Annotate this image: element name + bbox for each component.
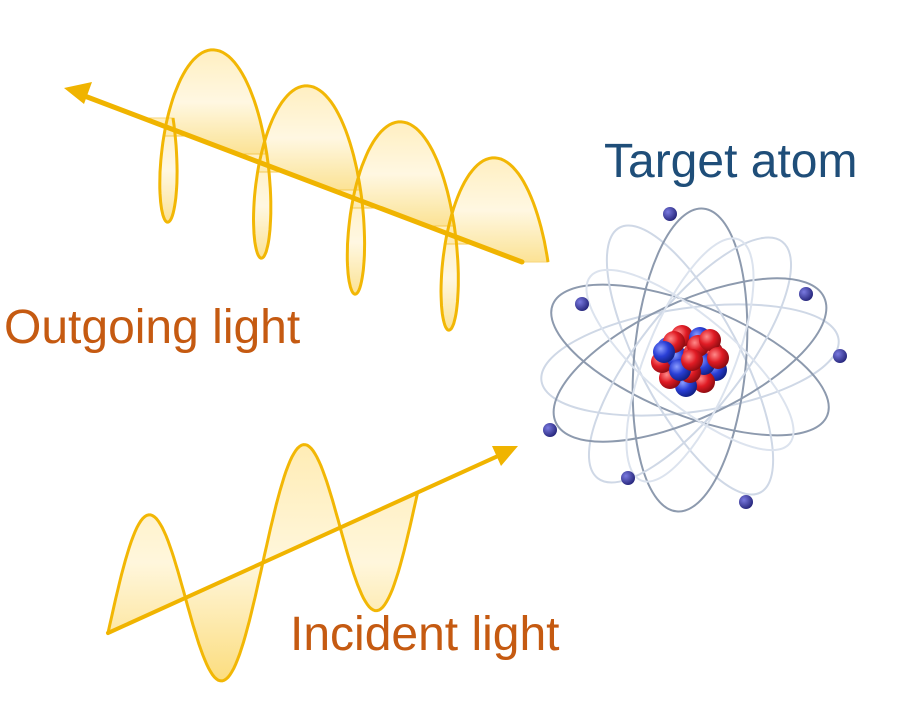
electron-orbits (540, 207, 840, 513)
orbit-ring (550, 283, 830, 437)
electron (799, 287, 813, 301)
nucleus (651, 325, 729, 397)
electron (575, 297, 589, 311)
outgoing-arrow (64, 82, 525, 265)
proton (681, 349, 703, 371)
outgoing-wave-curve (158, 48, 550, 332)
outgoing-light-label: Outgoing light (4, 301, 301, 354)
electron (833, 349, 847, 363)
neutron (653, 341, 675, 363)
outgoing-wave-lobe (257, 85, 362, 191)
orbit-ring (540, 303, 840, 417)
incident-wave-fill (108, 444, 418, 681)
outgoing-wave-lobe (350, 121, 455, 227)
electron (621, 471, 635, 485)
proton (707, 347, 729, 369)
proton (699, 329, 721, 351)
orbit-ring (631, 207, 749, 513)
orbit-ring (585, 268, 795, 452)
atom-icon (540, 207, 847, 513)
outgoing-wave-lobe (444, 157, 549, 263)
orbit-ring (625, 237, 755, 483)
orbit-ring (587, 236, 793, 484)
electron (739, 495, 753, 509)
outgoing-wave-lobe (163, 49, 268, 155)
incident-light-label: Incident light (290, 608, 560, 661)
electron (663, 207, 677, 221)
incident-arrow (106, 446, 518, 635)
outgoing-wave-icon (144, 48, 550, 332)
electron (543, 423, 557, 437)
target-atom-label: Target atom (604, 135, 858, 188)
orbit-ring (605, 224, 775, 496)
electrons (543, 207, 847, 509)
